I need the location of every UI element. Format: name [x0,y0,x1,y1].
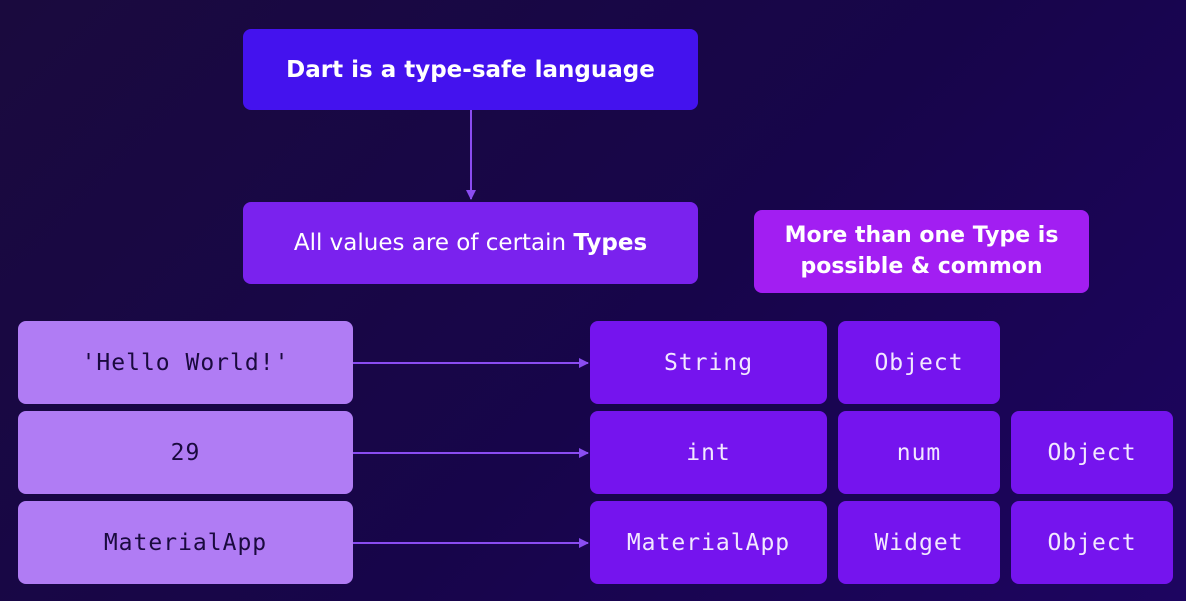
value-text: 'Hello World!' [81,349,290,376]
note-text: More than one Type is possible & common [784,222,1059,279]
type-text: MaterialApp [626,529,791,556]
type-text: Object [1047,439,1137,466]
type-box-string: String [590,321,827,404]
type-box-object: Object [838,321,1000,404]
type-box-object: Object [1011,411,1173,494]
type-box-widget: Widget [838,501,1000,584]
value-box-materialapp: MaterialApp [18,501,353,584]
type-box-num: num [838,411,1000,494]
value-box-hello-world: 'Hello World!' [18,321,353,404]
types-statement-bold: Types [573,230,648,256]
type-box-materialapp: MaterialApp [590,501,827,584]
type-box-object: Object [1011,501,1173,584]
type-box-int: int [590,411,827,494]
title-box: Dart is a type-safe language [243,29,698,110]
note-box: More than one Type is possible & common [754,210,1089,293]
value-box-29: 29 [18,411,353,494]
types-statement-prefix: All values are of certain [293,230,574,256]
value-text: 29 [170,439,201,466]
value-text: MaterialApp [103,529,268,556]
type-text: Widget [874,529,964,556]
type-text: Object [1047,529,1137,556]
types-statement-text: All values are of certain Types [294,230,647,256]
type-text: int [686,439,731,466]
type-text: String [663,349,754,376]
type-text: Object [874,349,964,376]
types-statement-box: All values are of certain Types [243,202,698,284]
type-text: num [896,439,942,466]
title-text: Dart is a type-safe language [286,56,655,83]
